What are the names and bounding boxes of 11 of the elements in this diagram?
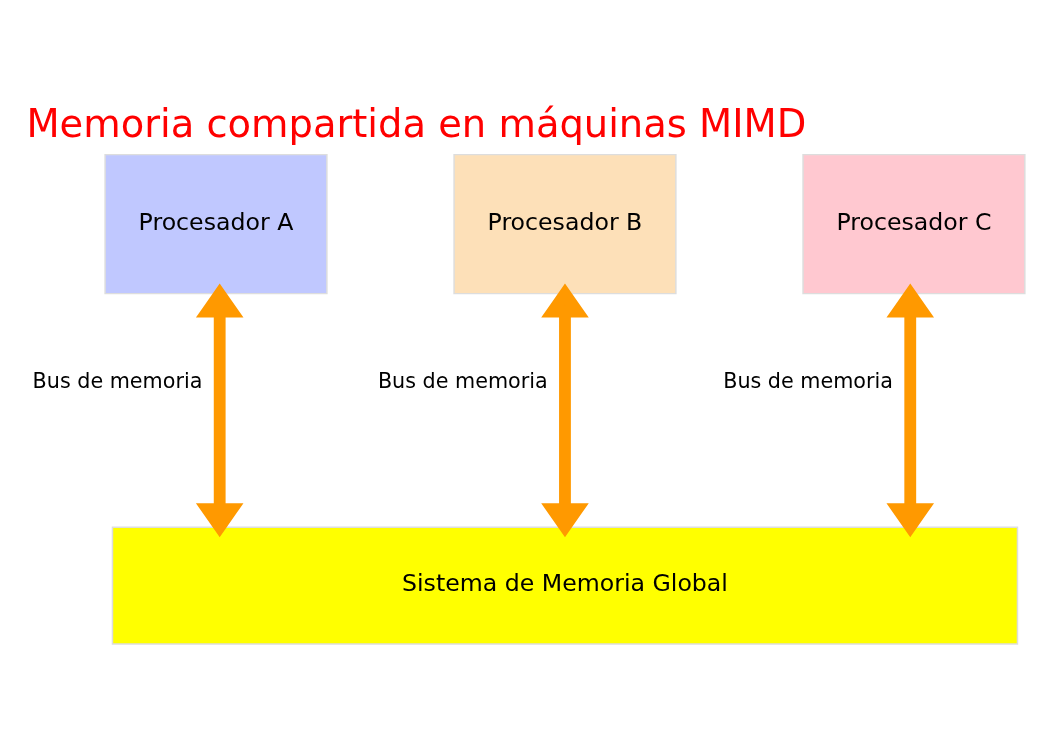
node-box: Sistema de Memoria Global	[111, 526, 1019, 645]
node-box: Procesador A	[104, 153, 328, 294]
arrow	[886, 283, 935, 537]
edge-label: Bus de memoria	[32, 368, 203, 393]
node-box: Procesador C	[802, 153, 1026, 294]
diagram-title: Memoria compartida en máquinas MIMD	[26, 100, 807, 146]
edge-label: Bus de memoria	[723, 368, 893, 393]
edge-label: Bus de memoria	[377, 368, 548, 393]
node-box: Procesador B	[453, 153, 677, 294]
arrow	[541, 283, 589, 537]
arrow	[195, 283, 244, 537]
